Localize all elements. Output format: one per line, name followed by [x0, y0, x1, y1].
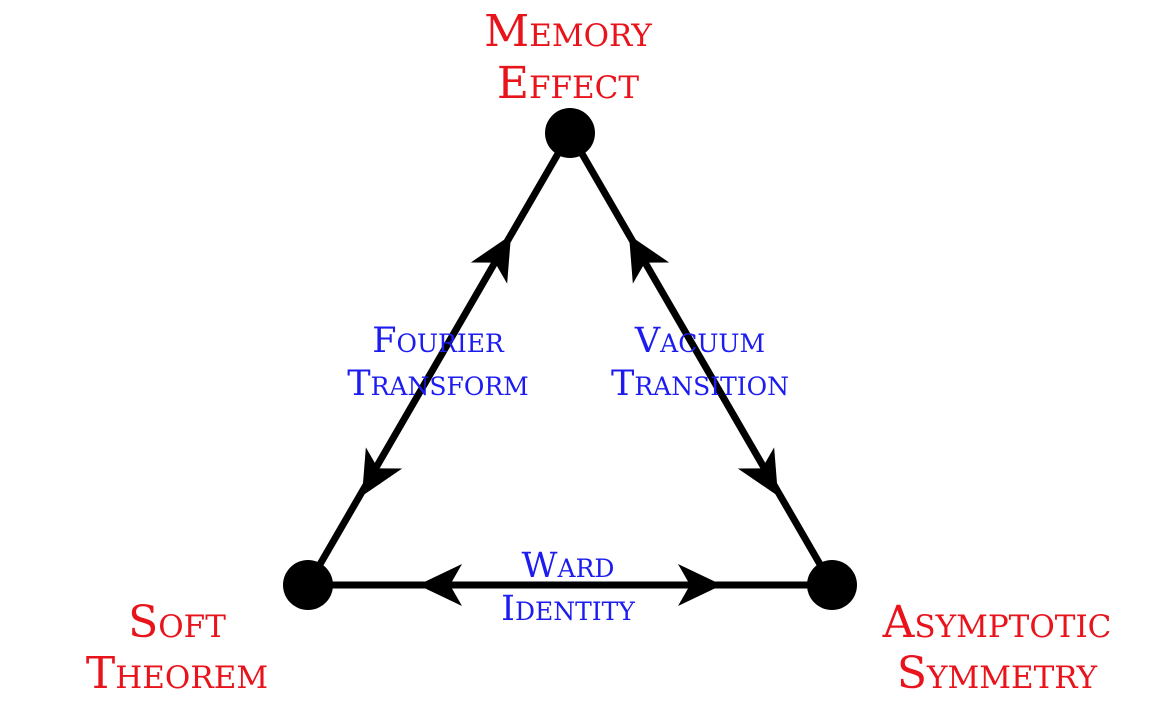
node-label-asymptotic-symmetry: Asymptotic Symmetry — [882, 597, 1112, 699]
node-label-asymptotic-symmetry-line1: Asymptotic — [882, 597, 1112, 648]
node-label-soft-theorem: Soft Theorem — [86, 597, 268, 699]
edge-label-fourier-transform-line1: Fourier — [372, 321, 505, 361]
node-label-memory-effect: Memory Effect — [484, 6, 652, 109]
edge-label-fourier-transform: Fourier Transform — [347, 321, 529, 404]
node-label-soft-theorem-line2: Theorem — [86, 648, 268, 699]
edge-label-vacuum-transition: Vacuum Transition — [611, 321, 789, 404]
node-label-soft-theorem-line1: Soft — [128, 597, 226, 648]
edge-left-line — [304, 129, 574, 589]
arrowhead-bottom-right — [678, 564, 722, 606]
edge-right-line — [566, 129, 836, 589]
edge-label-ward-identity-line2: Identity — [501, 589, 635, 629]
edge-label-ward-identity-line1: Ward — [522, 546, 615, 586]
arrowhead-bottom-left — [418, 564, 462, 606]
edge-labels: Fourier Transform Vacuum Transition Ward… — [347, 321, 789, 629]
edge-label-fourier-transform-line2: Transform — [347, 364, 529, 404]
node-left-dot — [283, 560, 333, 610]
edge-label-vacuum-transition-line1: Vacuum — [634, 321, 765, 361]
node-right-dot — [807, 560, 857, 610]
arrowheads — [361, 234, 779, 606]
edge-label-ward-identity: Ward Identity — [501, 546, 635, 629]
arrowhead-right-down — [737, 447, 779, 497]
node-top-dot — [545, 108, 595, 158]
arrowhead-left-down — [361, 447, 403, 497]
node-label-memory-effect-line2: Effect — [497, 58, 639, 109]
arrowhead-left-up — [470, 234, 512, 284]
edge-label-vacuum-transition-line2: Transition — [611, 364, 789, 404]
node-label-memory-effect-line1: Memory — [484, 6, 652, 57]
nodes — [283, 108, 857, 610]
edges — [304, 129, 836, 589]
arrowhead-right-up — [628, 234, 670, 284]
node-label-asymptotic-symmetry-line2: Symmetry — [897, 648, 1098, 699]
node-labels: Memory Effect Soft Theorem Asymptotic Sy… — [86, 6, 1111, 699]
